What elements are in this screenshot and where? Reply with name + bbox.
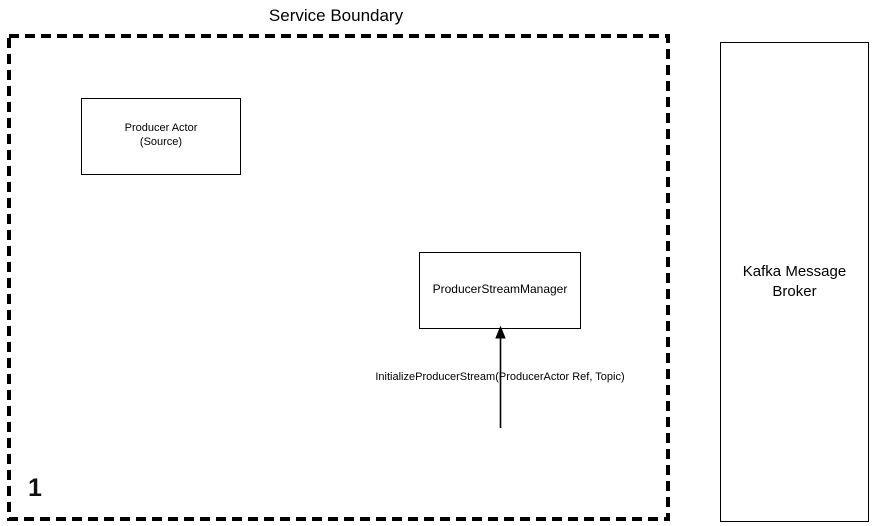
producer-stream-manager-node[interactable]: ProducerStreamManager — [419, 252, 581, 329]
initialize-producer-stream-label: InitializeProducerStream(ProducerActor R… — [375, 371, 625, 383]
service-boundary-dashed-rect — [7, 34, 670, 521]
service-boundary-container — [7, 34, 670, 521]
kafka-message-broker-node[interactable]: Kafka Message Broker — [720, 42, 869, 522]
kafka-message-broker-label: Kafka Message Broker — [742, 263, 847, 300]
step-number-badge: 1 — [28, 474, 42, 502]
service-boundary-outline — [7, 34, 670, 521]
producer-actor-node[interactable]: Producer Actor (Source) — [81, 98, 241, 175]
producer-actor-label: Producer Actor (Source) — [124, 121, 198, 148]
diagram-title: Service Boundary — [268, 6, 404, 25]
producer-stream-manager-label: ProducerStreamManager — [432, 282, 568, 296]
